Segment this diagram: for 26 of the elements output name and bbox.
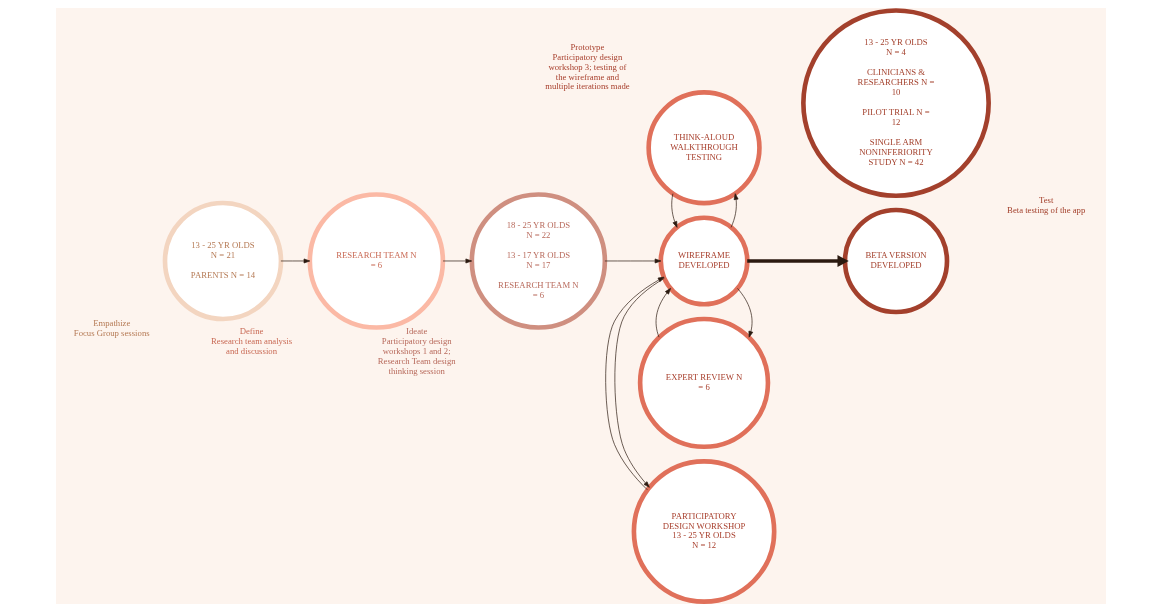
node-circle: 13 - 25 YR OLDS N = 21 PARENTS N = 14 (162, 200, 283, 322)
node-label: Research team analysis and discussion (210, 336, 292, 357)
arrow (736, 288, 753, 338)
arrow (604, 276, 664, 491)
node-circle: PARTICIPATORY DESIGN WORKSHOP 13 - 25 YR OLDS N = 12 (631, 459, 776, 604)
node-label: Define (239, 326, 263, 337)
node-label: Focus Group sessions (73, 327, 150, 338)
arrow (280, 258, 310, 264)
node-label: Participatory design workshop 3; testing of the wireframe and multiple iterations made (544, 51, 630, 92)
arrow (604, 258, 661, 264)
node-label: Prototype (570, 42, 604, 53)
arrow (730, 193, 738, 228)
node-label: Empathize (92, 317, 130, 328)
node-label: Participatory design workshops 1 and 2; Research Team design thinking session (377, 336, 456, 376)
node-circle: 13 - 25 YR OLDS N = 4 CLINICIANS & RESEARCHERS N = 10 PILOT TRIAL N = 12 SINGLE ARM NONINFERIORITY STUDY N = 42 (800, 8, 991, 199)
node-circle: BETA VERSION DEVELOPED (842, 207, 949, 315)
node-circle: EXPERT REVIEW N = 6 (637, 316, 770, 450)
arrow (655, 288, 671, 338)
node-label: Beta testing of the app (1006, 204, 1085, 215)
node-circle: 18 - 25 YR OLDS N = 22 13 - 17 YR OLDS N = 17 RESEARCH TEAM N = 6 (469, 192, 607, 330)
arrow (614, 277, 665, 488)
node-circle: THINK-ALOUD WALKTHROUGH TESTING (645, 90, 762, 206)
arrow (746, 255, 849, 267)
arrow (442, 258, 472, 264)
node-label: Test (1038, 194, 1053, 205)
arrow (670, 193, 677, 228)
